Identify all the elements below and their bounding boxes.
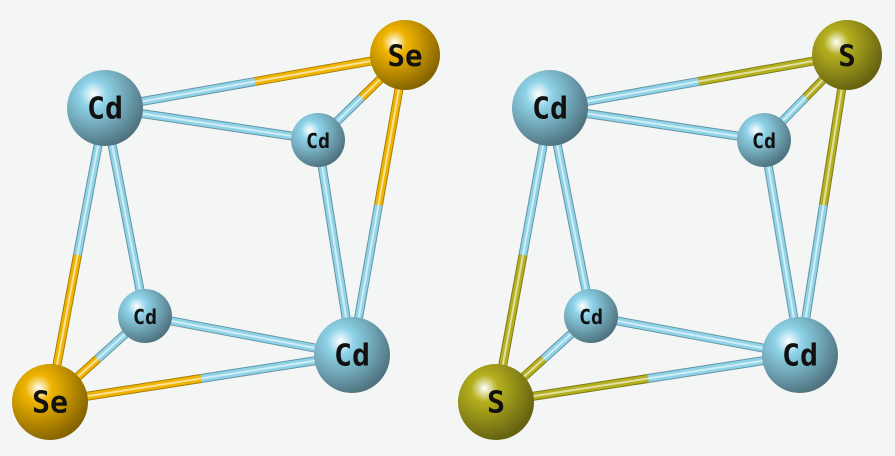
atom-label: Se [388, 39, 423, 73]
atom-sphere [118, 289, 172, 343]
atom-cd: Cd [512, 70, 588, 146]
atom-cd: Cd [762, 317, 838, 393]
atom-cd: Cd [737, 113, 791, 167]
atom-sphere [812, 20, 882, 90]
atom-cd: Cd [67, 70, 143, 146]
atom-s: S [812, 20, 882, 90]
atom-label: Cd [334, 339, 370, 374]
atom-label: Cd [752, 129, 776, 153]
atom-label: S [487, 386, 505, 421]
atom-cd: Cd [118, 289, 172, 343]
atom-label: Cd [87, 92, 123, 127]
atom-cd: Cd [314, 317, 390, 393]
atom-sphere [370, 20, 440, 90]
atom-cd: Cd [291, 113, 345, 167]
atom-label: Cd [782, 339, 818, 374]
atom-sphere [762, 317, 838, 393]
atom-sphere [291, 113, 345, 167]
atom-sphere [737, 113, 791, 167]
atom-sphere [458, 364, 534, 440]
atom-label: Cd [579, 305, 603, 329]
atom-cd: Cd [564, 289, 618, 343]
atom-label: Cd [133, 305, 157, 329]
atom-sphere [564, 289, 618, 343]
atom-sphere [12, 364, 88, 440]
atom-label: Cd [532, 92, 568, 127]
atom-label: S [838, 39, 855, 73]
atom-label: Se [32, 386, 68, 421]
atom-se: Se [12, 364, 88, 440]
atom-sphere [314, 317, 390, 393]
atom-label: Cd [306, 129, 330, 153]
atom-s: S [458, 364, 534, 440]
atom-sphere [512, 70, 588, 146]
atom-sphere [67, 70, 143, 146]
atom-se: Se [370, 20, 440, 90]
